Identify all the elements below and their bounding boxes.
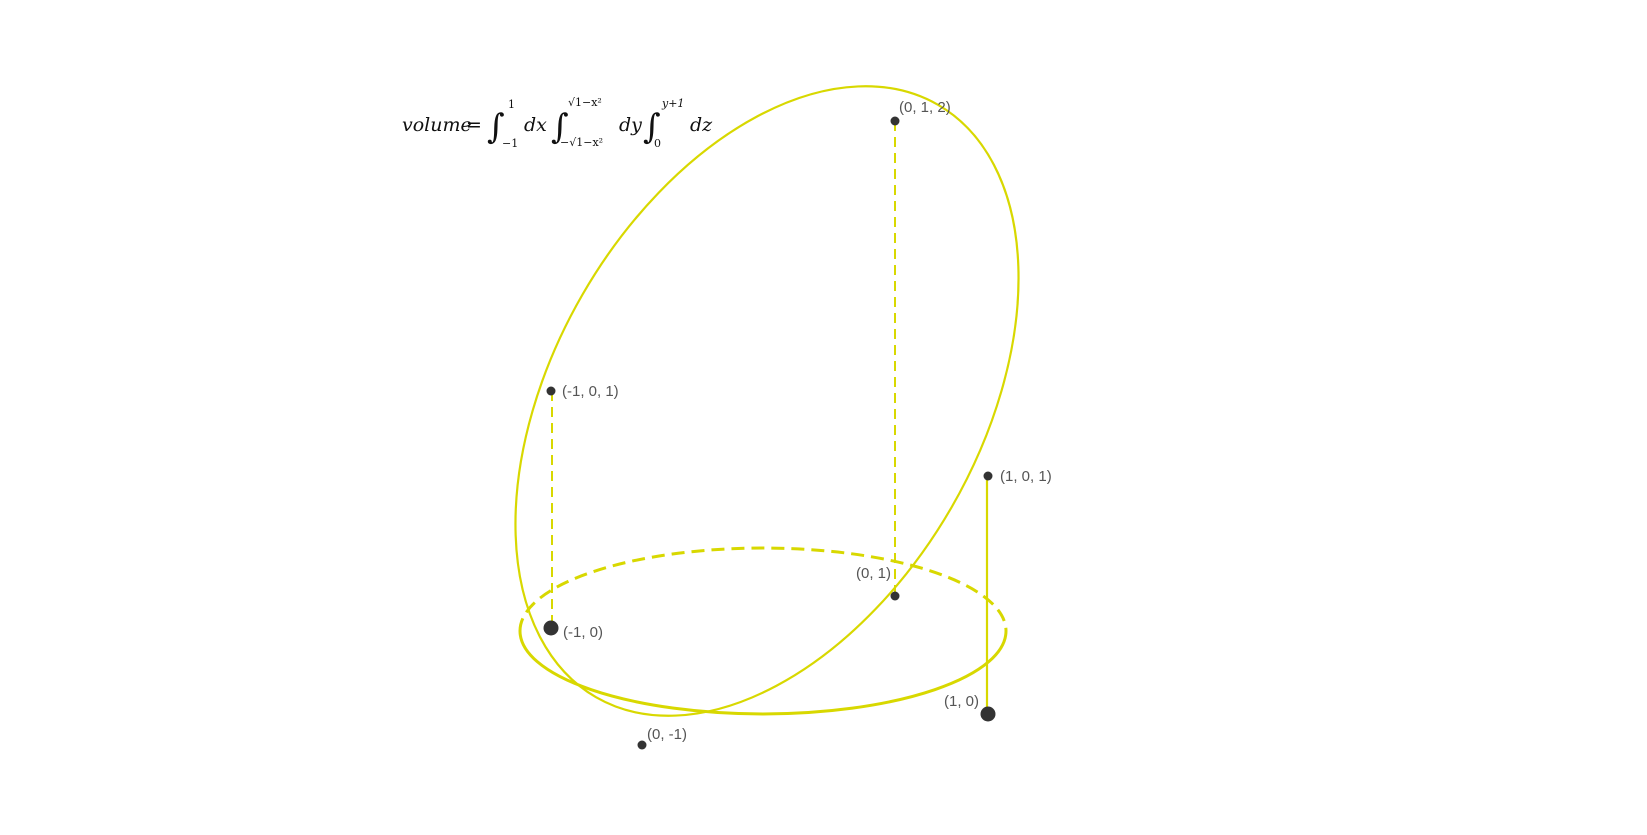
point-minus1-0 [543, 620, 559, 636]
base-circle-front-arc [518, 630, 1008, 716]
integral-3-lower: 0 [654, 137, 661, 150]
integral-2-upper: √1−x² [568, 96, 602, 109]
integral-1-lower: −1 [502, 137, 518, 150]
top-slice-ellipse [514, 85, 1020, 717]
label-0-minus1: (0, -1) [647, 726, 687, 743]
integral-sign-3: ∫ [643, 107, 661, 147]
points [543, 116, 996, 750]
volume-formula: volume = ∫ 1 −1 dx ∫ √1−x² −√1−x² dy ∫ y… [402, 96, 713, 150]
integral-3-differential: dz [690, 114, 713, 136]
point-1-0-1 [983, 471, 993, 481]
integral-2-lower: −√1−x² [560, 136, 603, 149]
formula-lhs: volume [402, 114, 472, 136]
label-1-0: (1, 0) [944, 693, 979, 710]
integral-2-differential: dy [619, 114, 642, 136]
integral-1-differential: dx [524, 114, 547, 136]
point-minus1-0-1 [546, 386, 556, 396]
base-circle-back-arc [518, 546, 1008, 632]
integral-sign-1: ∫ [487, 107, 505, 147]
point-0-1-2 [890, 116, 900, 126]
formula-equals: = [466, 114, 482, 136]
label-0-1-2: (0, 1, 2) [899, 99, 951, 116]
point-0-1 [890, 591, 900, 601]
point-labels: (0, 1, 2) (-1, 0, 1) (1, 0, 1) (0, 1) (-… [562, 99, 1052, 743]
integral-1-upper: 1 [508, 98, 515, 111]
label-1-0-1: (1, 0, 1) [1000, 468, 1052, 485]
label-0-1: (0, 1) [856, 565, 891, 582]
point-1-0 [980, 706, 996, 722]
integral-3-upper: y+1 [661, 97, 684, 110]
integral-sign-2: ∫ [551, 107, 569, 147]
label-minus1-0: (-1, 0) [563, 624, 603, 641]
label-minus1-0-1: (-1, 0, 1) [562, 383, 619, 400]
point-0-minus1 [637, 740, 647, 750]
